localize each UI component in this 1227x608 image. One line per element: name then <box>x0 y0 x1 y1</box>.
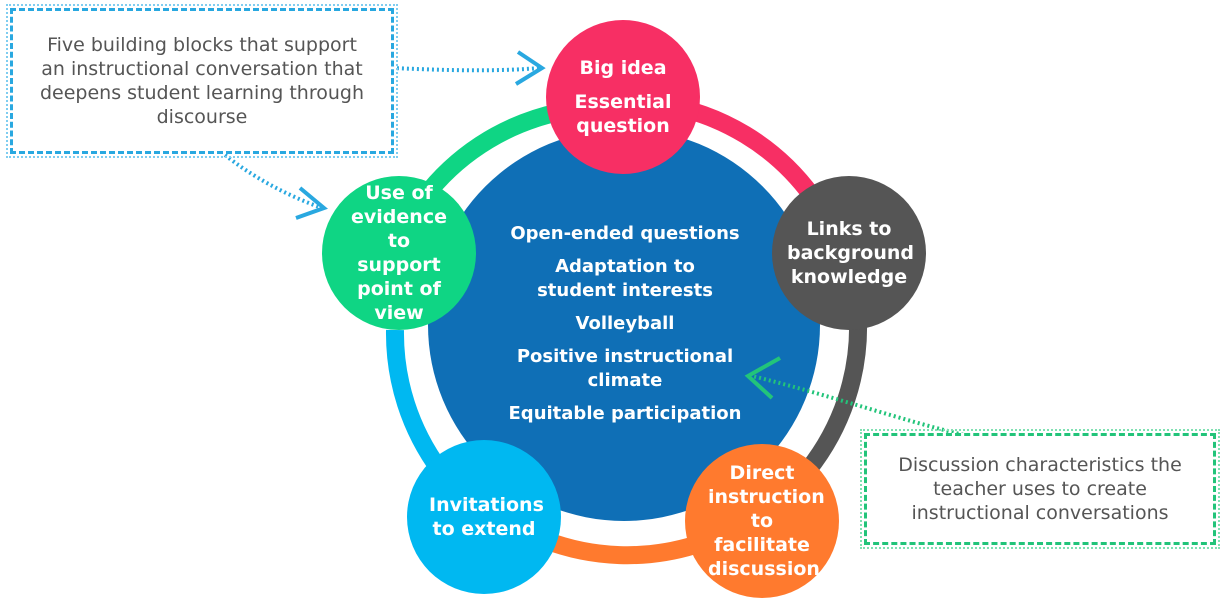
center-item: Equitable participation <box>508 403 742 424</box>
node-links-background: Links to background knowledge <box>772 176 926 330</box>
node-invitations-label: Invitations to extend <box>429 494 544 540</box>
callout-right-text: Discussion characteristics the teacher u… <box>898 454 1182 524</box>
node-use-of-evidence: Use of evidence to support point of view <box>322 176 476 330</box>
center-circle <box>428 129 820 521</box>
callout-left: Five building blocks that support an ins… <box>6 4 398 158</box>
callout-right: Discussion characteristics the teacher u… <box>860 429 1220 549</box>
arrow-to-evidence <box>223 153 323 210</box>
node-links-background-label: Links to background knowledge <box>787 218 914 288</box>
arrowhead-evidence <box>295 186 328 220</box>
center-item: Positive instructional climate <box>516 346 734 391</box>
ring-segment-orange <box>541 531 698 565</box>
center-item: Adaptation to student interests <box>537 256 713 301</box>
node-use-of-evidence-label: Use of evidence to support point of view <box>351 182 447 324</box>
arrowhead-center <box>744 356 781 400</box>
node-big-idea-line1: Big idea <box>579 57 667 79</box>
arrow-to-center <box>751 374 969 438</box>
node-direct-instruction: Direct instruction to facilitate discuss… <box>685 444 839 598</box>
center-item: Open-ended questions <box>510 223 740 244</box>
callout-left-text: Five building blocks that support an ins… <box>39 34 365 128</box>
node-big-idea-line2: Essential question <box>574 91 672 137</box>
ring-segment-cyan <box>385 329 448 476</box>
node-direct-instruction-label: Direct instruction to facilitate discuss… <box>708 462 825 580</box>
arrowhead-big-idea <box>514 50 546 86</box>
ring-segment-gray <box>800 319 868 476</box>
node-big-idea: Big idea Essential question <box>546 20 700 174</box>
node-invitations: Invitations to extend <box>407 440 561 594</box>
center-item: Volleyball <box>575 313 675 334</box>
arrow-to-big-idea <box>391 66 541 73</box>
ring-segment-green <box>423 103 562 196</box>
center-characteristics-list: Open-ended questions Adaptation to stude… <box>470 222 780 435</box>
